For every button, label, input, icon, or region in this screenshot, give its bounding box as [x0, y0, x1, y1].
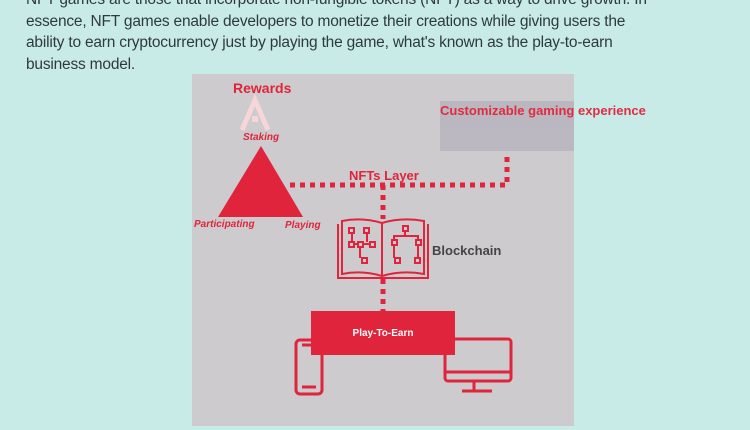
article-paragraph: NFT games are those that incorporate non…: [26, 0, 726, 75]
rewards-icon: [239, 93, 271, 131]
paragraph-line: NFT games are those that incorporate non…: [26, 0, 726, 11]
participating-label: Participating: [194, 219, 255, 230]
rewards-label: Rewards: [233, 80, 292, 96]
customizable-gaming-box: Customizable gaming experience: [440, 101, 646, 151]
blockchain-label: Blockchain: [432, 243, 502, 258]
triangle-icon: [218, 146, 303, 217]
monitor-icon: [443, 337, 513, 393]
play-to-earn-diagram: Customizable gaming experience: [192, 74, 646, 426]
play-to-earn-box: Play-To-Earn: [311, 311, 455, 355]
paragraph-line: essence, NFT games enable developers to …: [26, 12, 626, 30]
playing-label: Playing: [285, 220, 321, 231]
dotted-connector: [290, 155, 510, 311]
blockchain-book-icon: [337, 218, 429, 279]
diagram-graphics: [218, 93, 513, 396]
staking-label: Staking: [243, 132, 280, 143]
nfts-layer-label: NFTs Layer: [349, 168, 419, 183]
paragraph-line: business model.: [26, 55, 136, 73]
paragraph-line: ability to earn cryptocurrency just by p…: [26, 34, 613, 51]
customizable-label: Customizable gaming experience: [440, 103, 646, 118]
